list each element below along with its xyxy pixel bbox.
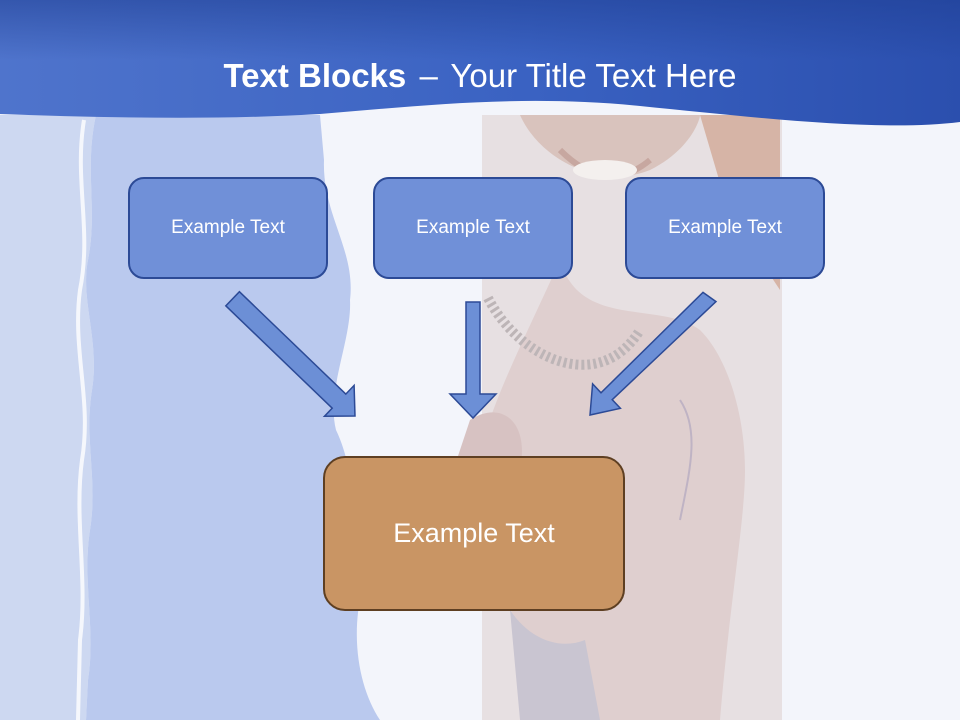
text-block-2-label: Example Text <box>416 217 530 238</box>
arrow-right <box>589 291 718 416</box>
main-text-block[interactable]: Example Text <box>323 456 625 611</box>
text-block-3[interactable]: Example Text <box>625 177 825 279</box>
text-block-1[interactable]: Example Text <box>128 177 328 279</box>
title-separator: – <box>419 57 438 94</box>
title-bold-part: Text Blocks <box>223 57 407 94</box>
text-block-1-label: Example Text <box>171 217 285 238</box>
arrow-center <box>448 301 498 420</box>
slide-title: Text Blocks – Your Title Text Here <box>0 52 960 100</box>
text-block-3-label: Example Text <box>668 217 782 238</box>
main-text-block-label: Example Text <box>393 518 555 548</box>
text-block-2[interactable]: Example Text <box>373 177 573 279</box>
title-rest-part: Your Title Text Here <box>450 57 737 94</box>
arrow-left <box>224 290 356 417</box>
